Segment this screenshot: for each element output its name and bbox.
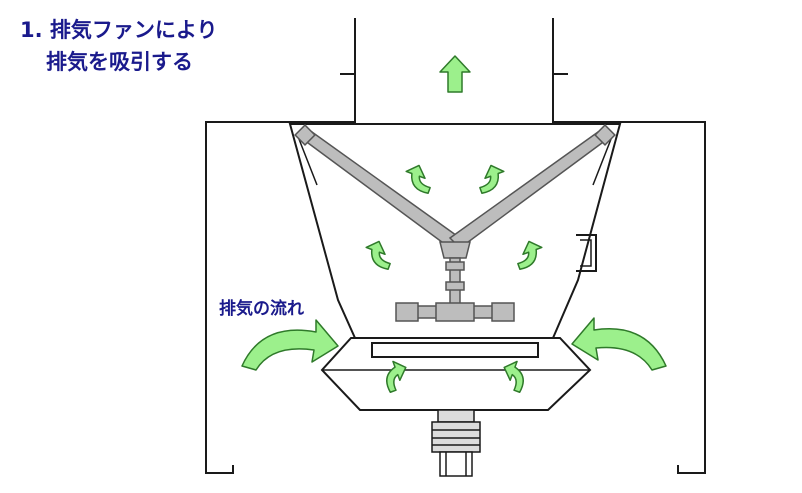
up-arrow-icon — [439, 55, 471, 93]
base-tray — [320, 337, 592, 411]
diagram-title-line-2: 排気を吸引する — [46, 50, 193, 74]
v-pipe — [294, 124, 616, 259]
diagram-title-line-1: 1. 排気ファンにより — [20, 18, 218, 42]
nozzle-pipe — [395, 257, 515, 322]
bottom-fitting — [431, 409, 481, 477]
exhaust-flow-arrows — [241, 55, 667, 394]
curved-arrow-icon — [241, 319, 339, 371]
exhaust-flow-label: 排気の流れ — [219, 299, 304, 319]
curved-arrow-icon — [571, 317, 667, 371]
outer-chamber — [205, 18, 706, 474]
